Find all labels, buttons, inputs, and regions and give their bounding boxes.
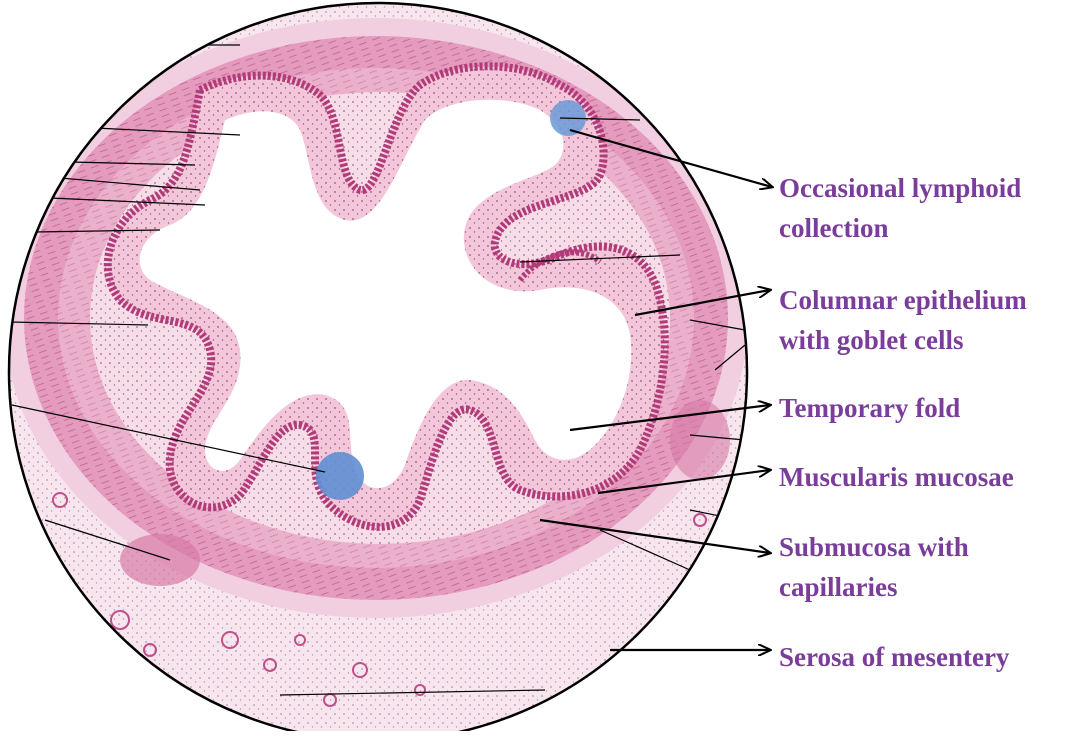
vessel-cluster — [120, 534, 200, 586]
tissue-layers — [0, 0, 760, 731]
label-temporary-fold: Temporary fold — [779, 388, 960, 428]
label-submucosa: Submucosa with capillaries — [779, 527, 969, 607]
label-muscularis-mucosae: Muscularis mucosae — [779, 457, 1014, 497]
label-line: Muscularis mucosae — [779, 457, 1014, 497]
label-line: Columnar epithelium — [779, 280, 1027, 320]
label-line: capillaries — [779, 567, 969, 607]
label-serosa: Serosa of mesentery — [779, 637, 1009, 677]
label-line: collection — [779, 208, 1021, 248]
label-columnar-epithelium: Columnar epithelium with goblet cells — [779, 280, 1027, 360]
label-line: Submucosa with — [779, 527, 969, 567]
label-line: Serosa of mesentery — [779, 637, 1009, 677]
label-line: Occasional lymphoid — [779, 168, 1021, 208]
label-line: with goblet cells — [779, 320, 1027, 360]
label-line: Temporary fold — [779, 388, 960, 428]
label-lymphoid-collection: Occasional lymphoid collection — [779, 168, 1021, 248]
lymphoid-collection-lower — [316, 452, 364, 500]
